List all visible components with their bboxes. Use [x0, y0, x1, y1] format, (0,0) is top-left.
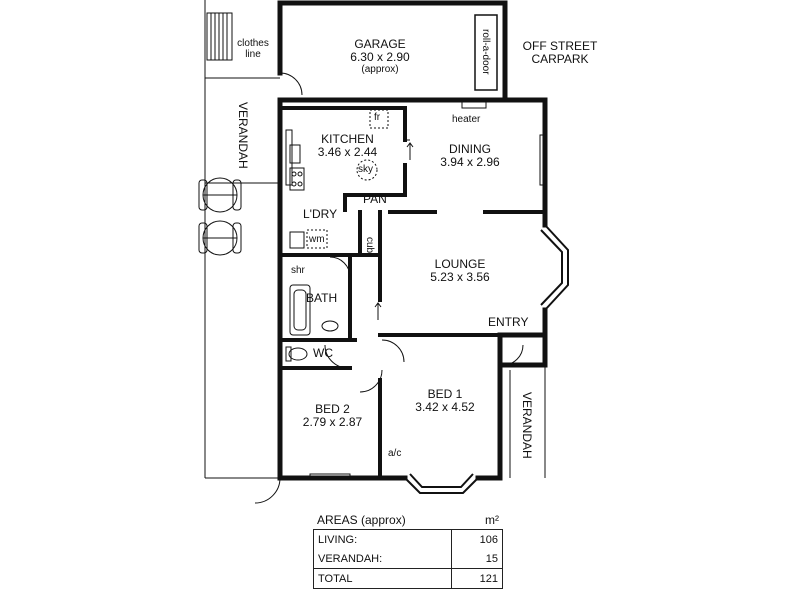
- carpark-label: OFF STREET CARPARK: [522, 39, 598, 66]
- bed1-dims: 3.42 x 4.52: [415, 400, 475, 414]
- garage-name: GARAGE: [354, 37, 406, 51]
- roller-door-label: roll-a-door: [480, 29, 491, 75]
- verandah-west-label: VERANDAH: [236, 101, 250, 169]
- garage-note: (approx): [361, 64, 399, 75]
- lounge-label: LOUNGE 5.23 x 3.56: [405, 258, 515, 284]
- cupboard-label: cub: [364, 236, 375, 254]
- laundry-fixtures: [289, 229, 328, 249]
- bed1-label: BED 1 3.42 x 4.52: [395, 388, 495, 414]
- areas-total-label: TOTAL: [313, 568, 452, 589]
- areas-table: AREAS (approx) m² LIVING: 106 VERANDAH: …: [313, 510, 503, 589]
- areas-row: VERANDAH: 15: [313, 549, 503, 569]
- skylight-label: sky: [358, 164, 373, 175]
- clothes-line-label: clothes line: [237, 38, 269, 60]
- areas-row: LIVING: 106: [313, 529, 503, 549]
- areas-row-label: VERANDAH:: [313, 549, 452, 569]
- exterior-walls: [277, 0, 548, 481]
- garage-dims: 6.30 x 2.90: [350, 50, 410, 64]
- door-swings: [254, 72, 524, 504]
- kitchen-name: KITCHEN: [321, 132, 374, 146]
- bath-name: BATH: [306, 291, 338, 305]
- shower-name: shr: [291, 265, 305, 276]
- kitchen-dims: 3.46 x 2.44: [317, 145, 378, 159]
- areas-title: AREAS (approx): [317, 512, 406, 527]
- fridge-label: fr: [374, 112, 381, 123]
- pantry-name: PAN: [363, 192, 387, 206]
- bed1-name: BED 1: [427, 387, 463, 401]
- areas-row-label: LIVING:: [313, 529, 452, 549]
- bay-window-lounge: [540, 224, 569, 311]
- outdoor-table-icon: [198, 177, 242, 256]
- areas-row-value: 15: [485, 552, 498, 565]
- areas-body: LIVING: 106 VERANDAH: 15 TOTAL 121: [313, 529, 503, 589]
- bay-window-bed1: [404, 473, 479, 494]
- entry-name: ENTRY: [488, 315, 529, 329]
- laundry-name: L'DRY: [303, 207, 338, 221]
- aircon-label: a/c: [388, 448, 402, 459]
- garage-label: GARAGE 6.30 x 2.90 (approx): [330, 37, 430, 76]
- verandah-east-label: VERANDAH: [520, 391, 534, 459]
- interior-walls: [278, 106, 547, 480]
- windows: [285, 99, 547, 481]
- bed2-name: BED 2: [315, 402, 350, 416]
- dining-dims: 3.94 x 2.96: [440, 155, 500, 169]
- verandah-west-outline: [204, 0, 280, 479]
- wc-name: WC: [313, 346, 333, 360]
- washing-machine-label: wm: [309, 234, 325, 245]
- stair-arrows: [374, 142, 414, 320]
- lounge-name: LOUNGE: [434, 257, 486, 271]
- kitchen-label: KITCHEN 3.46 x 2.44: [300, 133, 395, 159]
- bed2-label: BED 2 2.79 x 2.87: [290, 403, 375, 429]
- lounge-dims: 5.23 x 3.56: [430, 270, 490, 284]
- roller-door: [474, 14, 498, 91]
- dining-name: DINING: [449, 142, 491, 156]
- areas-row-value: 106: [479, 533, 498, 546]
- areas-total-value: 121: [451, 568, 503, 589]
- verandah-east-outline: [509, 365, 546, 478]
- clothes-line-drawing: [206, 12, 233, 61]
- heater-label: heater: [452, 114, 481, 125]
- areas-unit: m²: [485, 512, 499, 527]
- kitchen-fixtures: [289, 109, 389, 191]
- areas-total-row: TOTAL 121: [313, 568, 503, 589]
- bath-fixtures: [285, 284, 339, 362]
- dining-label: DINING 3.94 x 2.96: [420, 143, 520, 169]
- bed2-dims: 2.79 x 2.87: [302, 415, 363, 429]
